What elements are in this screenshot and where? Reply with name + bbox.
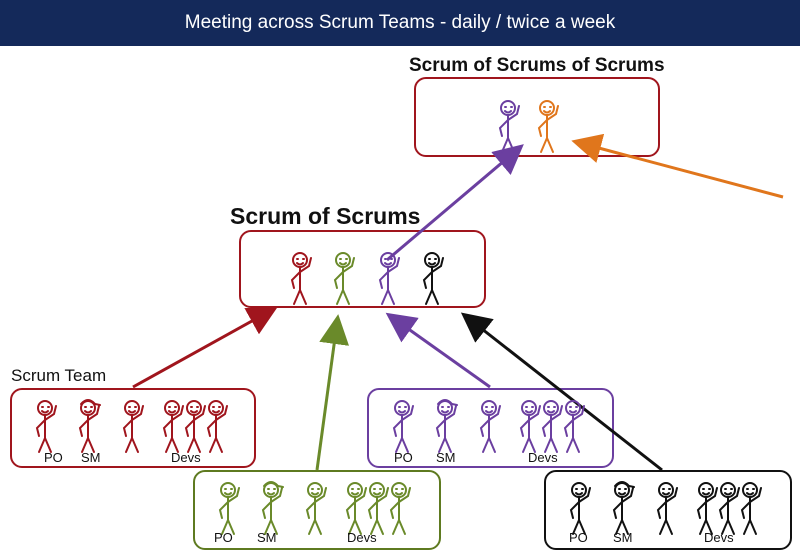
sos-black-figure: [422, 252, 444, 305]
team-green-dev-figure-4: [389, 482, 411, 535]
team-black-sm-figure: [612, 481, 635, 535]
scrum-of-scrums-box: [239, 230, 486, 308]
arrow-sos-to-soss: [386, 144, 524, 262]
role-devs-purple: Devs: [528, 450, 558, 465]
team-black-dev-figure-1: [656, 482, 678, 535]
soss-orange-figure: [537, 100, 559, 153]
team-black-dev-figure-3: [718, 482, 740, 535]
role-devs-black: Devs: [704, 530, 734, 545]
sos-red-figure: [290, 252, 312, 305]
team-red-po-figure: [35, 400, 57, 453]
role-sm-red: SM: [81, 450, 101, 465]
team-green-sm-figure: [261, 481, 284, 535]
team-green-dev-figure-2: [345, 482, 367, 535]
team-red-dev-figure-3: [184, 400, 206, 453]
role-devs-green: Devs: [347, 530, 377, 545]
role-sm-black: SM: [613, 530, 633, 545]
sos-green-figure: [333, 252, 355, 305]
role-devs-red: Devs: [171, 450, 201, 465]
sos-purple-figure: [378, 252, 400, 305]
team-black-po-figure: [569, 482, 591, 535]
role-po-green: PO: [214, 530, 233, 545]
scrum-of-scrums-of-scrums-box: [414, 77, 660, 157]
role-sm-green: SM: [257, 530, 277, 545]
team-purple-po-figure: [392, 400, 414, 453]
team-black-dev-figure-4: [740, 482, 762, 535]
label-scrum-team: Scrum Team: [11, 366, 107, 385]
team-green-dev-figure-3: [367, 482, 389, 535]
arrow-black-to-sos: [460, 312, 663, 472]
team-purple-dev-figure-4: [563, 400, 585, 453]
arrow-red-to-sos: [132, 306, 278, 389]
team-purple-sm-figure: [435, 399, 458, 453]
team-green-dev-figure-1: [305, 482, 327, 535]
arrow-green-to-sos: [315, 314, 350, 471]
label-scrum-of-scrums: Scrum of Scrums: [230, 203, 421, 229]
team-red-sm-figure: [78, 399, 101, 453]
header-title: Meeting across Scrum Teams - daily / twi…: [184, 12, 616, 33]
role-po-red: PO: [44, 450, 63, 465]
arrow-external-to-soss: [571, 133, 784, 199]
team-purple-dev-figure-1: [479, 400, 501, 453]
team-purple-dev-figure-3: [541, 400, 563, 453]
role-sm-purple: SM: [436, 450, 456, 465]
team-red-dev-figure-4: [206, 400, 228, 453]
soss-purple-figure: [498, 100, 520, 153]
role-po-purple: PO: [394, 450, 413, 465]
label-scrum-of-scrums-of-scrums: Scrum of Scrums of Scrums: [409, 55, 665, 76]
team-purple-dev-figure-2: [519, 400, 541, 453]
arrow-purple-to-sos: [385, 312, 491, 389]
team-black-dev-figure-2: [696, 482, 718, 535]
role-po-black: PO: [569, 530, 588, 545]
team-red-dev-figure-2: [162, 400, 184, 453]
team-green-po-figure: [218, 482, 240, 535]
header-bar: Meeting across Scrum Teams - daily / twi…: [0, 0, 800, 46]
team-red-dev-figure-1: [122, 400, 144, 453]
